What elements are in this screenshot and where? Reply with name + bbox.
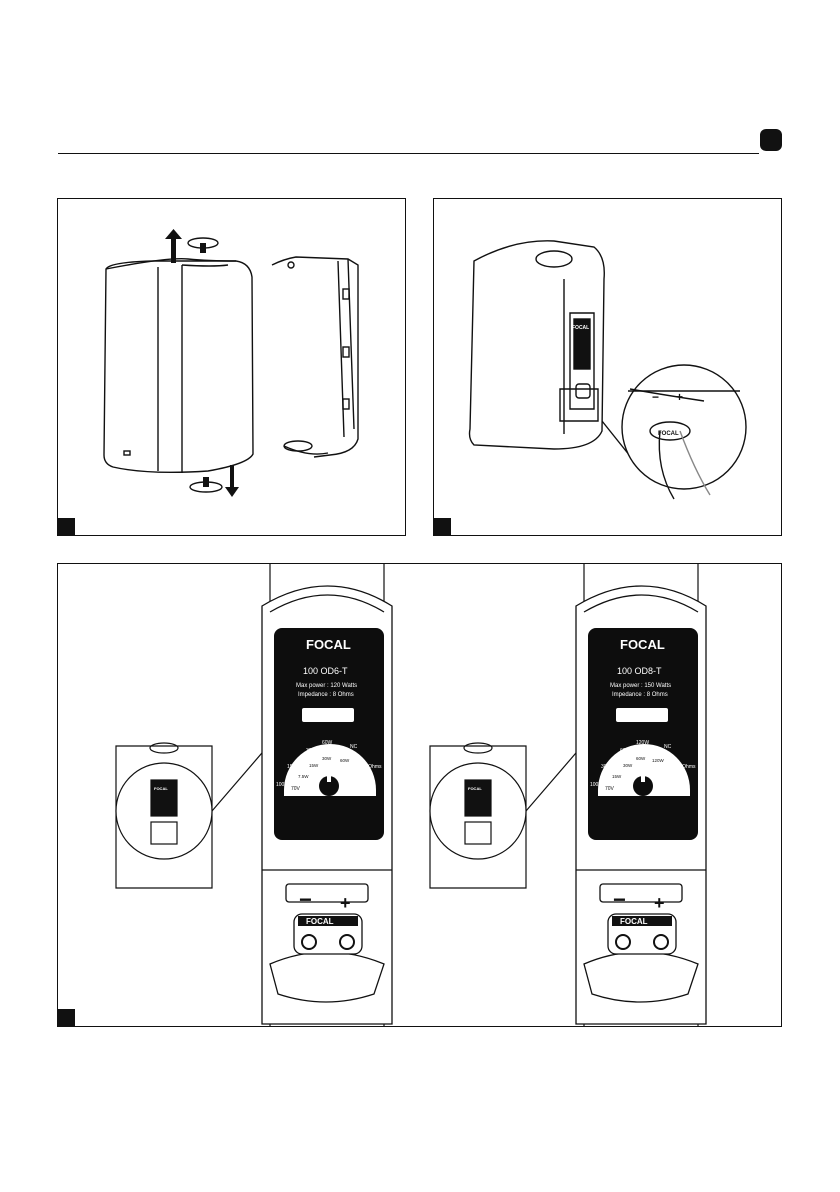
right-terminal-minus: − xyxy=(613,887,626,912)
left-terminal-plus: + xyxy=(340,893,351,913)
wall-bracket xyxy=(272,257,358,457)
transformer-tap-illustration: FOCAL 100 OD6-T Max power : 120 Watts Im… xyxy=(58,564,782,1027)
right-speaker-thumbnail xyxy=(430,732,594,888)
left-tap-label: 8 Ohms xyxy=(364,764,382,770)
right-tap-label: 30W xyxy=(601,764,612,770)
right-plate-brand: FOCAL xyxy=(620,637,665,652)
figure-marker-2 xyxy=(434,518,451,535)
right-terminal-plus: + xyxy=(654,893,665,913)
left-plate-impedance: Impedance : 8 Ohms xyxy=(298,692,354,698)
right-thumb-brand: FOCAL xyxy=(468,786,482,791)
right-tap-label: 15W xyxy=(612,774,622,779)
right-voltage-label: 70V xyxy=(605,786,615,792)
mounting-knob-top-icon xyxy=(188,238,218,253)
figure-marker-1 xyxy=(58,518,75,535)
left-tap-label: 30W xyxy=(306,748,317,754)
right-plate-max-power: Max power : 150 Watts xyxy=(610,683,671,689)
terminal-brand: FOCAL xyxy=(658,431,679,437)
arrow-down-icon xyxy=(230,465,234,489)
mounting-knob-bottom-icon xyxy=(190,477,222,492)
left-tap-label: 15W xyxy=(309,763,319,768)
right-terminal-brand: FOCAL xyxy=(620,917,648,926)
left-spec-plate xyxy=(274,628,384,840)
right-plate-impedance: Impedance : 8 Ohms xyxy=(612,692,668,698)
arrow-up-icon xyxy=(171,237,176,263)
left-terminal-minus: − xyxy=(299,887,312,912)
language-badge xyxy=(760,129,782,151)
left-tap-label: 60W xyxy=(340,758,350,763)
right-tap-label: 60W xyxy=(636,756,646,761)
left-plate-max-power: Max power : 120 Watts xyxy=(296,683,357,689)
left-plate-brand: FOCAL xyxy=(306,637,351,652)
right-spec-plate xyxy=(588,628,698,840)
left-terminal-brand: FOCAL xyxy=(306,917,334,926)
right-voltage-label: 100V xyxy=(590,782,602,788)
plate-brand-small: FOCAL xyxy=(572,325,589,331)
left-tap-label: NC xyxy=(350,744,358,750)
figure-panel-2: − + FOCAL FOCAL xyxy=(433,198,782,536)
left-tap-label: 7.5W xyxy=(298,774,309,779)
figure-panel-3: FOCAL 100 OD6-T Max power : 120 Watts Im… xyxy=(57,563,782,1027)
right-tap-label: 120W xyxy=(652,758,665,763)
speaker-rear-wiring-illustration: − + FOCAL FOCAL xyxy=(434,199,782,536)
figure-marker-3 xyxy=(58,1009,75,1026)
right-plate-model: 100 OD8-T xyxy=(617,666,662,676)
speaker-bracket-illustration xyxy=(58,199,406,536)
left-voltage-label: 70V xyxy=(291,786,301,792)
figure-panel-1 xyxy=(57,198,406,536)
terminal-plus-label: + xyxy=(676,390,683,404)
terminal-minus-label: − xyxy=(652,390,659,404)
left-plate-model: 100 OD6-T xyxy=(303,666,348,676)
left-voltage-label: 100V xyxy=(276,782,288,788)
right-tap-label: 120W xyxy=(636,740,649,746)
right-tap-label: 8 Ohms xyxy=(678,764,696,770)
left-thumb-brand: FOCAL xyxy=(154,786,168,791)
left-tap-label: 60W xyxy=(322,740,333,746)
left-tap-label: 15W xyxy=(287,764,298,770)
left-speaker-thumbnail xyxy=(116,732,280,888)
left-tap-label: 30W xyxy=(322,756,332,761)
right-tap-label: 30W xyxy=(623,763,633,768)
right-tap-label: NC xyxy=(664,744,672,750)
header-rule xyxy=(58,153,759,154)
right-tap-label: 60W xyxy=(620,748,631,754)
